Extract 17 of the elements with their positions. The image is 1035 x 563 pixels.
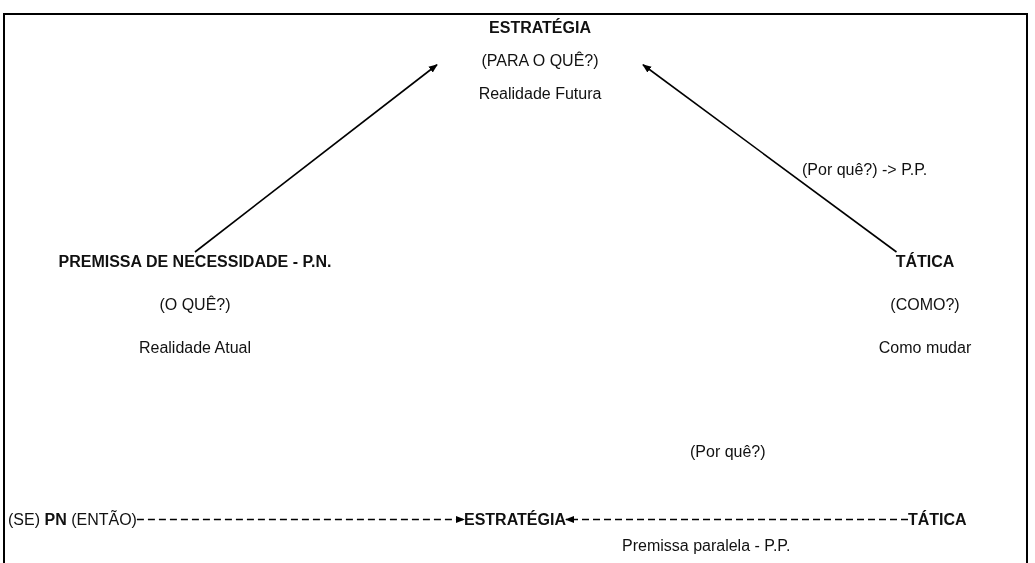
node-text: Realidade Atual	[138, 338, 252, 357]
node-text: (COMO?)	[890, 295, 960, 314]
node-heading: PREMISSA DE NECESSIDADE - P.N.	[58, 252, 332, 271]
node-heading: (SE) PN (ENTÃO)	[8, 510, 137, 529]
arrow	[565, 515, 909, 524]
node-text: Como mudar	[878, 338, 972, 357]
node-heading: ESTRATÉGIA	[489, 18, 591, 37]
node-text: (O QUÊ?)	[159, 295, 231, 314]
node-heading: TÁTICA	[895, 252, 955, 271]
edge-label: (Por quê?)	[688, 442, 768, 461]
node-text: (PARA O QUÊ?)	[481, 51, 599, 70]
arrow	[642, 63, 898, 253]
arrow	[136, 515, 465, 524]
node-heading: TÁTICA	[908, 510, 967, 529]
node-heading: ESTRATÉGIA	[464, 510, 566, 529]
arrow	[194, 63, 438, 253]
node-text: Realidade Futura	[478, 84, 602, 103]
